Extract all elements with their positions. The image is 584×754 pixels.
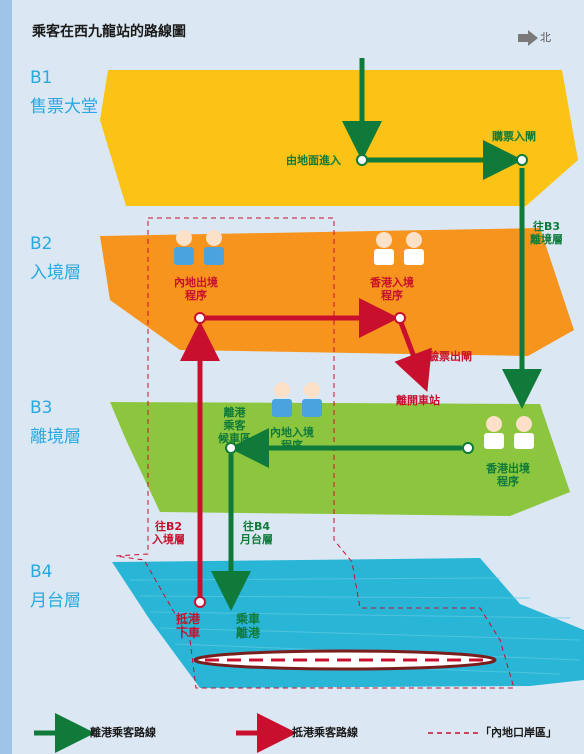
legend-departure: 離港乘客路線	[90, 726, 156, 739]
floor-b4-code: B4	[30, 562, 53, 582]
floor-b2-name: 入境層	[30, 263, 81, 283]
page-title: 乘客在西九龍站的路線圖	[32, 24, 186, 40]
ticket-gate-label: 購票入閘	[492, 130, 536, 143]
to-b3-label: 往B3 離境層	[530, 220, 563, 247]
hk-exit-label: 香港出境 程序	[486, 462, 530, 489]
arrival-route	[180, 298, 432, 600]
board-label: 乘車 離港	[236, 612, 261, 641]
mainland-officers-icon-b2	[174, 230, 224, 265]
departure-waiting-label: 離港 乘客 候車區	[218, 406, 251, 446]
arrive-label: 抵港 下車	[176, 612, 201, 641]
floor-b1-name: 售票大堂	[30, 97, 98, 117]
legend-mainland-port: 「內地口岸區」	[480, 726, 557, 739]
floor-b1-plate	[100, 70, 578, 206]
floor-b2-plate	[100, 228, 574, 356]
to-b4-label: 往B4 月台層	[240, 520, 273, 547]
mainland-exit-label: 內地出境 程序	[174, 276, 218, 303]
departure-route	[211, 58, 542, 611]
north-arrow-icon	[518, 30, 538, 46]
mainland-port-zone	[115, 217, 515, 689]
floor-b4-name: 月台層	[30, 591, 81, 611]
hk-officers-icon-b2	[374, 232, 424, 265]
floor-b3-code: B3	[30, 398, 53, 418]
left-band	[0, 0, 12, 754]
ticket-check-label: 驗票出閘	[428, 350, 472, 363]
mainland-entry-label: 內地入境 程序	[270, 426, 314, 453]
floor-b3-name: 離境層	[30, 427, 81, 447]
hk-entry-label: 香港入境 程序	[370, 276, 414, 303]
floor-b3-plate	[110, 402, 570, 516]
train-illustration	[193, 649, 497, 671]
north-label: 北	[540, 31, 551, 44]
hk-officers-icon-b3	[484, 416, 534, 449]
to-b2-label: 往B2 入境層	[152, 520, 185, 547]
ground-entry-label: 由地面進入	[286, 154, 341, 167]
mainland-officers-icon-b3	[272, 382, 322, 417]
floor-b1-code: B1	[30, 68, 53, 88]
leave-station-label: 離開車站	[396, 394, 440, 407]
floor-b2-code: B2	[30, 234, 53, 254]
legend-arrival: 抵港乘客路線	[292, 726, 358, 739]
